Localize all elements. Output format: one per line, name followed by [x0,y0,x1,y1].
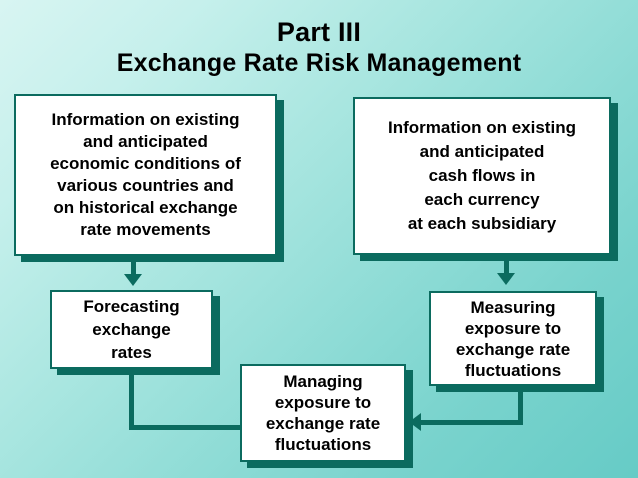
arrow-info-economic-to-forecasting [124,274,142,286]
box-measuring-exposure-text: Measuring exposure to exchange rate fluc… [455,297,571,380]
box-forecasting-text: Forecasting exchange rates [83,297,180,362]
connector-measuring-to-managing-vertical [518,386,523,425]
box-info-existing-economic: Information on existing and anticipated … [14,94,277,256]
connector-info-cash-flows-to-measuring [504,255,509,277]
connector-forecasting-to-managing-horizontal [129,425,243,430]
box-managing-exposure: Managing exposure to exchange rate fluct… [240,364,406,462]
box-forecasting-exchange-rates: Forecasting exchange rates [50,290,213,369]
box-managing-exposure-text: Managing exposure to exchange rate fluct… [265,372,381,454]
box-measuring-exposure: Measuring exposure to exchange rate fluc… [429,291,597,386]
box-info-existing-cash-flows-text: Information on existing and anticipated … [388,118,576,233]
title-line-part: Part III [276,17,362,47]
arrow-info-cash-flows-to-measuring [497,273,515,285]
title-line-subject: Exchange Rate Risk Management [116,49,522,77]
slide-title: Part III Exchange Rate Risk Management [0,16,638,79]
box-info-existing-cash-flows: Information on existing and anticipated … [353,97,611,255]
connector-forecasting-to-managing-vertical [129,369,134,430]
box-info-existing-economic-text: Information on existing and anticipated … [50,110,241,239]
connector-info-economic-to-forecasting [131,256,136,278]
connector-measuring-to-managing-horizontal [421,420,523,425]
